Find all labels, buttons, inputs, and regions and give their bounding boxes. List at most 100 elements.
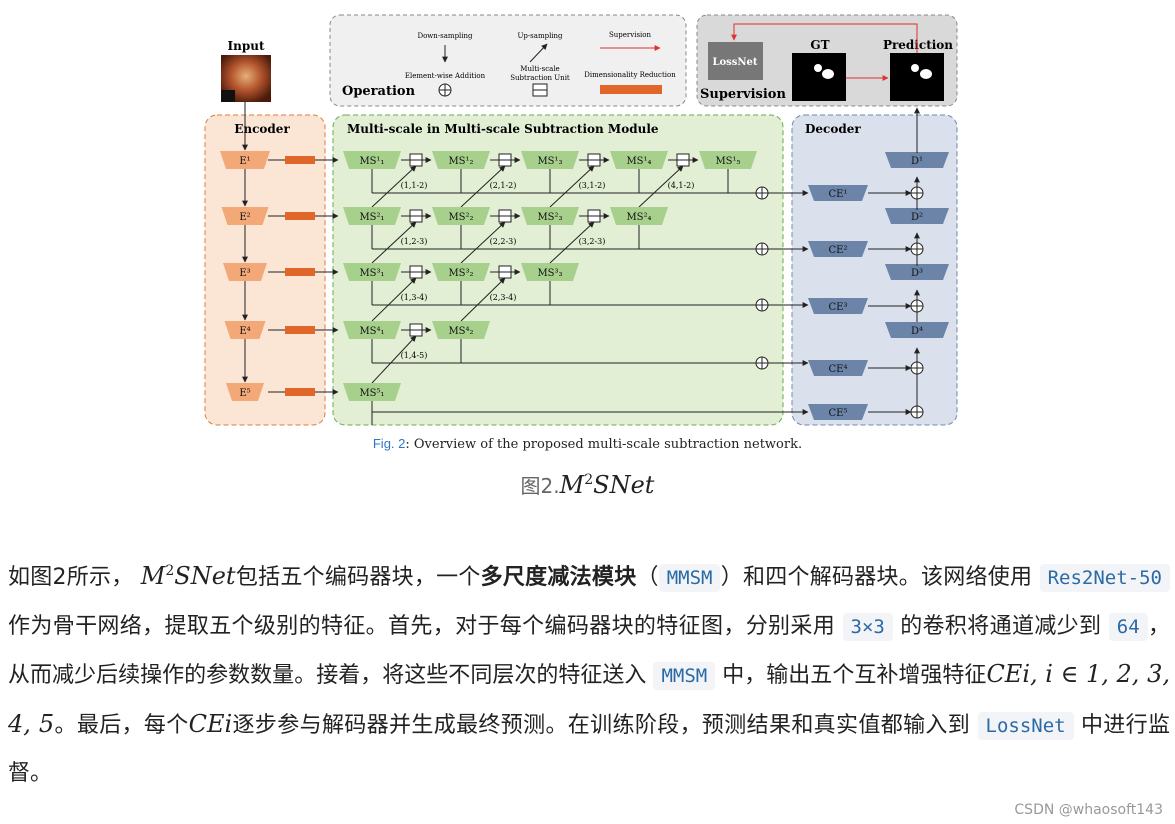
- para-text-5: 作为骨干网络，提取五个级别的特征。首先，对于每个编码器块的特征图，分别采用: [8, 613, 836, 639]
- ms-block-1-5: [699, 151, 757, 169]
- ms-block-1-4: [610, 151, 668, 169]
- ms-block-1-2-label: MS¹₂: [448, 156, 473, 167]
- encoder-panel: [204, 114, 326, 426]
- decoder-title: Decoder: [805, 122, 861, 136]
- up-sampling-icon: [529, 43, 548, 63]
- down-sampling-label: Down-sampling: [417, 32, 473, 40]
- supervision-panel: LossNet GT Prediction Supervision: [696, 14, 958, 107]
- encoder-block-4-label: E⁴: [239, 326, 250, 337]
- ce-block-1-label: CE¹: [829, 189, 848, 200]
- ms-block-1-1-label: MS¹₁: [359, 156, 384, 167]
- ms-block-2-3: [521, 207, 579, 225]
- code-mmsm-2: MMSM: [653, 662, 716, 690]
- connection-label-3-1: (1,3-4): [401, 293, 428, 302]
- para-text-7: ，从而减少后续操作的参数数量。接着，将这些不同层次的特征送入: [8, 613, 1170, 689]
- up-sampling-label: Up-sampling: [517, 32, 563, 40]
- encoder-block-1: [220, 151, 270, 169]
- decoder-block-3-label: D³: [911, 268, 923, 279]
- connection-label-1-1: (1,1-2): [401, 181, 428, 190]
- code-kernel: 3×3: [842, 612, 893, 641]
- ms-block-2-3-label: MS²₃: [537, 212, 562, 223]
- ce-block-5-label: CE⁵: [829, 408, 848, 419]
- ms-block-4-1-label: MS⁴₁: [359, 326, 384, 337]
- para-bold-mmsm: 多尺度减法模块: [480, 565, 637, 590]
- figure-title-math-rest: SNet: [593, 471, 655, 499]
- elementwise-addition-label: Element-wise Addition: [405, 72, 486, 80]
- encoder-block-3-label: E³: [239, 268, 250, 279]
- msu-label-2: Subtraction Unit: [510, 74, 570, 82]
- dim-reduction-block-4: [285, 326, 315, 334]
- para-text-3: （: [636, 565, 659, 590]
- encoder-block-5-label: E⁵: [239, 388, 250, 399]
- para-text-1: 如图2所示，: [8, 565, 134, 590]
- figure-title-math: M2SNet: [560, 471, 655, 499]
- para-text-10: 逐步参与解码器并生成最终预测。在训练阶段，预测结果和真实值都输入到: [232, 712, 971, 738]
- connection-label-1-3: (3,1-2): [579, 181, 606, 190]
- encoder-block-3: [223, 263, 267, 281]
- code-channels: 64: [1108, 612, 1148, 641]
- code-lossnet: LossNet: [977, 711, 1074, 740]
- dim-reduction-block-1: [285, 156, 315, 164]
- ms-block-2-4-label: MS²₄: [626, 212, 651, 223]
- description-paragraph: 如图2所示， M2SNet包括五个编码器块，一个多尺度减法模块（MMSM）和四个…: [8, 548, 1170, 798]
- ce-block-3-label: CE³: [829, 302, 848, 313]
- ms-block-1-1: [343, 151, 401, 169]
- para-text-6: 的卷积将通道减少到: [900, 613, 1102, 639]
- para-text-4: ）和四个解码器块。该网络使用: [720, 565, 1033, 590]
- watermark: CSDN @whaosoft143: [1014, 802, 1163, 818]
- figure-title-prefix: 图2.: [520, 474, 560, 498]
- ce-block-4: [808, 360, 868, 376]
- para-math-ce-2: CEi: [188, 709, 233, 738]
- network-architecture-figure: Input Operation Down-sampling Up-samplin…: [204, 14, 958, 426]
- dim-reduction-label: Dimensionality Reduction: [584, 71, 676, 79]
- ms-block-5-1-label: MS⁵₁: [359, 388, 384, 399]
- ms-block-2-2: [432, 207, 490, 225]
- ms-block-4-2: [432, 321, 490, 339]
- ms-block-4-1: [343, 321, 401, 339]
- decoder-block-2-label: D²: [911, 212, 923, 223]
- code-mmsm: MMSM: [658, 564, 721, 592]
- decoder-block-2: [885, 208, 949, 224]
- decoder-block-4: [885, 322, 949, 338]
- decoder-block-3: [885, 264, 949, 280]
- encoder-block-2-label: E²: [239, 212, 250, 223]
- mmsm-title: Multi-scale in Multi-scale Subtraction M…: [347, 122, 659, 136]
- prediction-mask: [890, 53, 944, 101]
- connection-label-1-2: (2,1-2): [490, 181, 517, 190]
- figure-caption: Fig. 2: Overview of the proposed multi-s…: [0, 436, 1175, 452]
- ms-block-2-2-label: MS²₂: [448, 212, 473, 223]
- gt-label: GT: [810, 38, 829, 52]
- connection-label-3-2: (2,3-4): [490, 293, 517, 302]
- figure-title-math-sup: 2: [584, 472, 594, 488]
- lossnet-label: LossNet: [712, 57, 757, 68]
- ms-block-3-3: [521, 263, 579, 281]
- encoder-block-4: [224, 321, 266, 339]
- ms-block-5-1: [343, 383, 401, 401]
- code-backbone: Res2Net-50: [1039, 564, 1170, 592]
- msu-label-1: Multi-scale: [520, 65, 559, 73]
- connection-label-2-2: (2,2-3): [490, 237, 517, 246]
- ce-block-2: [808, 241, 868, 257]
- para-math-base: M: [140, 562, 166, 590]
- para-math-ce: CEi, i ∈ 1, 2, 3, 4, 5: [8, 660, 1170, 738]
- ms-block-1-3: [521, 151, 579, 169]
- dim-reduction-icon: [600, 85, 662, 94]
- ce-block-1: [808, 185, 868, 201]
- ms-block-1-3-label: MS¹₃: [537, 156, 562, 167]
- dim-reduction-block-2: [285, 212, 315, 220]
- figure-caption-text: : Overview of the proposed multi-scale s…: [405, 437, 803, 452]
- ms-block-2-4: [610, 207, 668, 225]
- dim-reduction-block-5: [285, 388, 315, 396]
- decoder-block-1: [885, 152, 949, 168]
- ms-block-3-3-label: MS³₃: [537, 268, 562, 279]
- connection-label-1-4: (4,1-2): [668, 181, 695, 190]
- ms-block-3-2: [432, 263, 490, 281]
- figure-title-math-base: M: [559, 471, 585, 499]
- para-math-m2snet: M2SNet: [141, 562, 236, 590]
- decoder-block-1-label: D¹: [911, 156, 923, 167]
- lossnet-block: [708, 42, 763, 80]
- connection-label-2-1: (1,2-3): [401, 237, 428, 246]
- gt-mask: [792, 53, 846, 101]
- input-label: Input: [228, 39, 265, 53]
- ms-block-3-1-label: MS³₁: [359, 268, 384, 279]
